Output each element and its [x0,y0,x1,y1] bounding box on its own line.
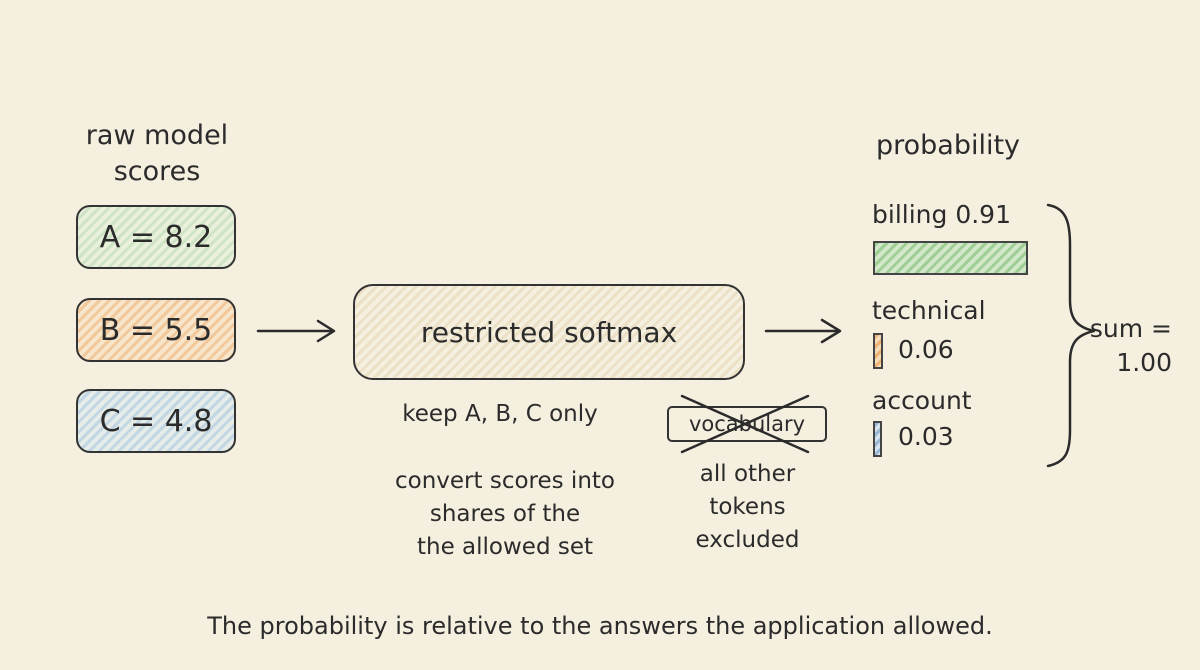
technical-value: 0.06 [898,335,954,364]
convert-note-line1: convert scores into [395,468,615,494]
vocabulary-label: vocabulary [688,412,806,436]
arrow-scores-to-softmax [256,319,336,343]
excluded-note: all other tokens excluded [660,458,835,557]
vocabulary-box: vocabulary [667,406,827,442]
score-box-b: B = 5.5 [76,298,236,362]
probability-heading: probability [875,130,1021,161]
softmax-box: restricted softmax [353,284,745,380]
excluded-note-line3: excluded [695,527,800,553]
technical-label: technical [872,296,986,325]
excluded-note-line1: all other [699,461,796,487]
billing-bar [873,241,1028,275]
convert-note-line3: the allowed set [416,534,594,560]
keep-note: keep A, B, C only [402,401,598,427]
scores-heading-line2: scores [113,156,201,187]
scores-heading-line1: raw model [85,120,229,151]
convert-note: convert scores into shares of the the al… [360,465,650,564]
technical-bar [873,333,883,369]
account-label: account [872,386,972,415]
sum-line1: sum = [1089,314,1172,343]
scores-heading: raw model scores [62,118,252,190]
convert-note-line2: shares of the [429,501,581,527]
arrow-softmax-to-probability [764,318,842,344]
account-value: 0.03 [898,422,954,451]
sum-line2: 1.00 [1116,348,1172,377]
billing-label: billing 0.91 [872,200,1011,229]
account-bar [873,421,882,457]
score-box-c: C = 4.8 [76,389,236,453]
score-c-label: C = 4.8 [99,403,213,439]
score-a-label: A = 8.2 [99,219,213,255]
score-b-label: B = 5.5 [99,312,213,348]
sum-note: sum = 1.00 [1060,312,1172,380]
caption: The probability is relative to the answe… [207,612,993,640]
score-box-a: A = 8.2 [76,205,236,269]
softmax-label: restricted softmax [420,315,678,349]
excluded-note-line2: tokens [709,494,786,520]
